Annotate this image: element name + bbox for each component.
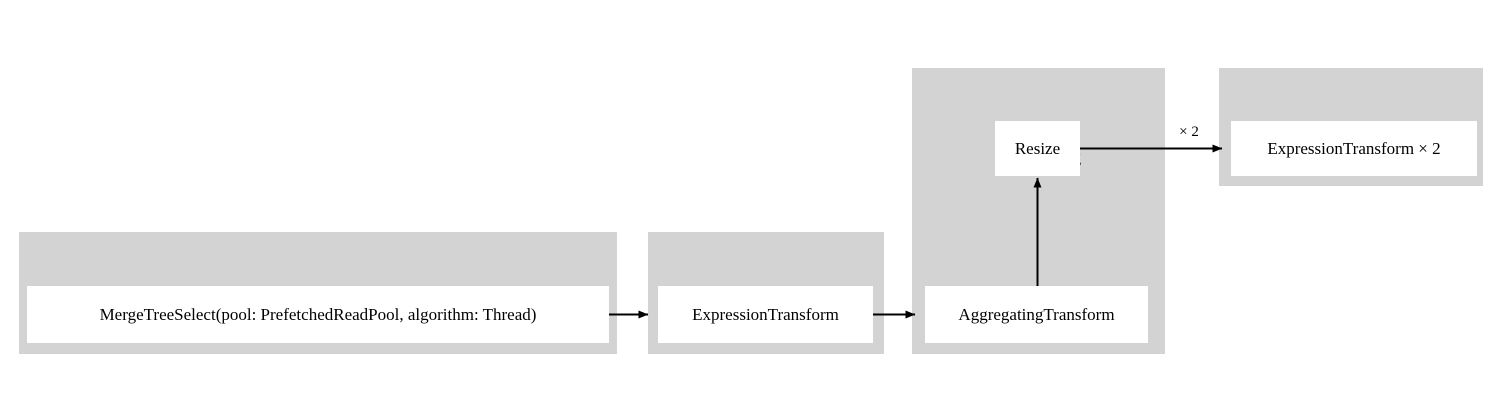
node-aggregating-transform[interactable]: AggregatingTransform [925,286,1148,343]
node-merge-tree-select[interactable]: MergeTreeSelect(pool: PrefetchedReadPool… [27,286,609,343]
node-expression-transform-x2[interactable]: ExpressionTransform × 2 [1231,121,1477,176]
edge-label-x2: × 2 [1179,124,1199,140]
node-resize[interactable]: Resize [995,121,1080,176]
node-expression-transform[interactable]: ExpressionTransform [658,286,873,343]
